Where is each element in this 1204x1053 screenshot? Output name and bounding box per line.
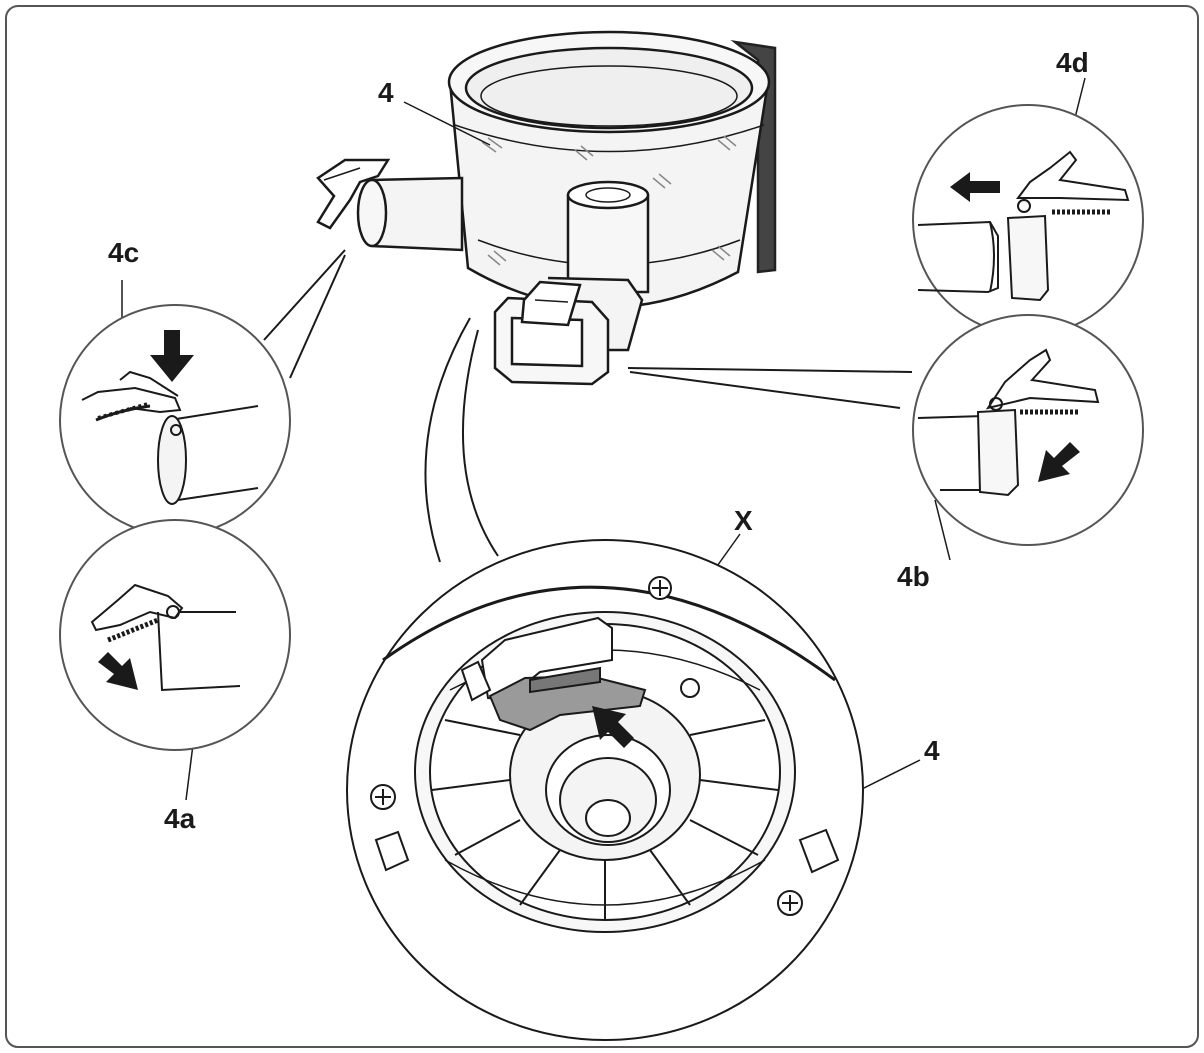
zoom-4b xyxy=(912,314,1144,546)
leader-lines xyxy=(121,77,1086,801)
screw-icon xyxy=(370,576,803,916)
arrow-left-icon xyxy=(950,172,1000,202)
label-4d: 4d xyxy=(1056,47,1089,78)
label-4b: 4b xyxy=(897,561,930,592)
diagram-frame xyxy=(5,5,1199,1048)
label-4a: 4a xyxy=(164,803,196,834)
bin-bottom-view xyxy=(346,539,864,1041)
zoom-4c xyxy=(59,304,291,536)
zoom-4d xyxy=(912,104,1144,336)
zoom-4a xyxy=(59,519,291,751)
label-x: X xyxy=(734,505,753,536)
dust-bin xyxy=(316,30,777,386)
arrow-down-left-icon xyxy=(1038,442,1080,482)
arrow-down-icon xyxy=(150,330,194,382)
label-4-bottom: 4 xyxy=(924,735,940,766)
label-4-top: 4 xyxy=(378,77,394,108)
label-4c: 4c xyxy=(108,237,139,268)
arrow-down-right-icon xyxy=(98,652,138,690)
arrow-up-left-icon xyxy=(592,706,634,748)
